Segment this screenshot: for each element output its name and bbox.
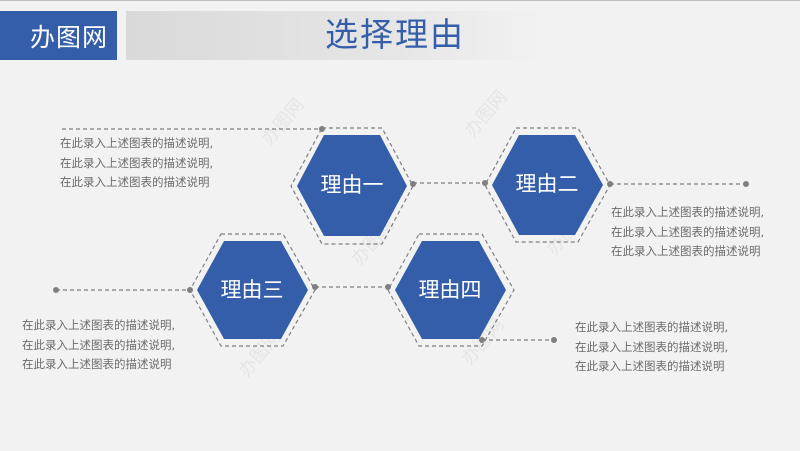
reason-description-4: 在此录入上述图表的描述说明, 在此录入上述图表的描述说明, 在此录入上述图表的描… — [575, 318, 728, 377]
page-title: 选择理由 — [325, 15, 465, 54]
description-line: 在此录入上述图表的描述说明, — [60, 136, 214, 150]
top-border-line — [0, 0, 800, 1]
connector-dot — [482, 180, 488, 186]
reason-label-3: 理由三 — [220, 278, 284, 302]
hex-3 — [197, 241, 308, 339]
connector-dot — [551, 337, 557, 343]
reason-label-2: 理由二 — [515, 172, 579, 196]
logo-box: 办图网 — [0, 11, 117, 60]
description-line: 在此录入上述图表的描述说明, — [575, 339, 729, 354]
description-line: 在此录入上述图表的描述说明 — [575, 359, 725, 373]
reason-label-1: 理由一 — [320, 173, 384, 197]
description-line: 在此录入上述图表的描述说明, — [22, 337, 176, 352]
description-line: 在此录入上述图表的描述说明 — [22, 357, 172, 371]
description-line: 在此录入上述图表的描述说明 — [611, 244, 761, 258]
reason-description-3: 在此录入上述图表的描述说明, 在此录入上述图表的描述说明, 在此录入上述图表的描… — [22, 316, 175, 375]
reason-description-1: 在此录入上述图表的描述说明, 在此录入上述图表的描述说明, 在此录入上述图表的描… — [60, 134, 213, 193]
hex-4 — [395, 241, 506, 339]
hex-outline-1 — [290, 127, 414, 245]
connector-dot — [187, 287, 193, 293]
connector-dot — [312, 284, 318, 290]
description-line: 在此录入上述图表的描述说明, — [611, 224, 765, 239]
logo-text: 办图网 — [29, 22, 108, 52]
connector-dot — [410, 181, 416, 187]
description-line: 在此录入上述图表的描述说明, — [60, 155, 214, 170]
hex-2 — [492, 135, 603, 235]
connector-dot — [607, 181, 613, 187]
description-line: 在此录入上述图表的描述说明 — [60, 175, 210, 189]
hex-outline-4 — [387, 233, 515, 347]
hex-1 — [297, 135, 407, 236]
description-line: 在此录入上述图表的描述说明, — [611, 205, 765, 219]
description-line: 在此录入上述图表的描述说明, — [22, 318, 176, 332]
connector-dot — [385, 284, 391, 290]
connector-dot — [53, 287, 59, 293]
description-line: 在此录入上述图表的描述说明, — [575, 320, 729, 334]
connector-dot — [479, 337, 485, 343]
title-bar — [126, 11, 800, 60]
reason-label-4: 理由四 — [418, 278, 482, 302]
connector-dot — [319, 126, 325, 132]
connector-dot — [743, 181, 749, 187]
reason-description-2: 在此录入上述图表的描述说明, 在此录入上述图表的描述说明, 在此录入上述图表的描… — [611, 203, 764, 262]
hex-outline-2 — [484, 127, 611, 243]
